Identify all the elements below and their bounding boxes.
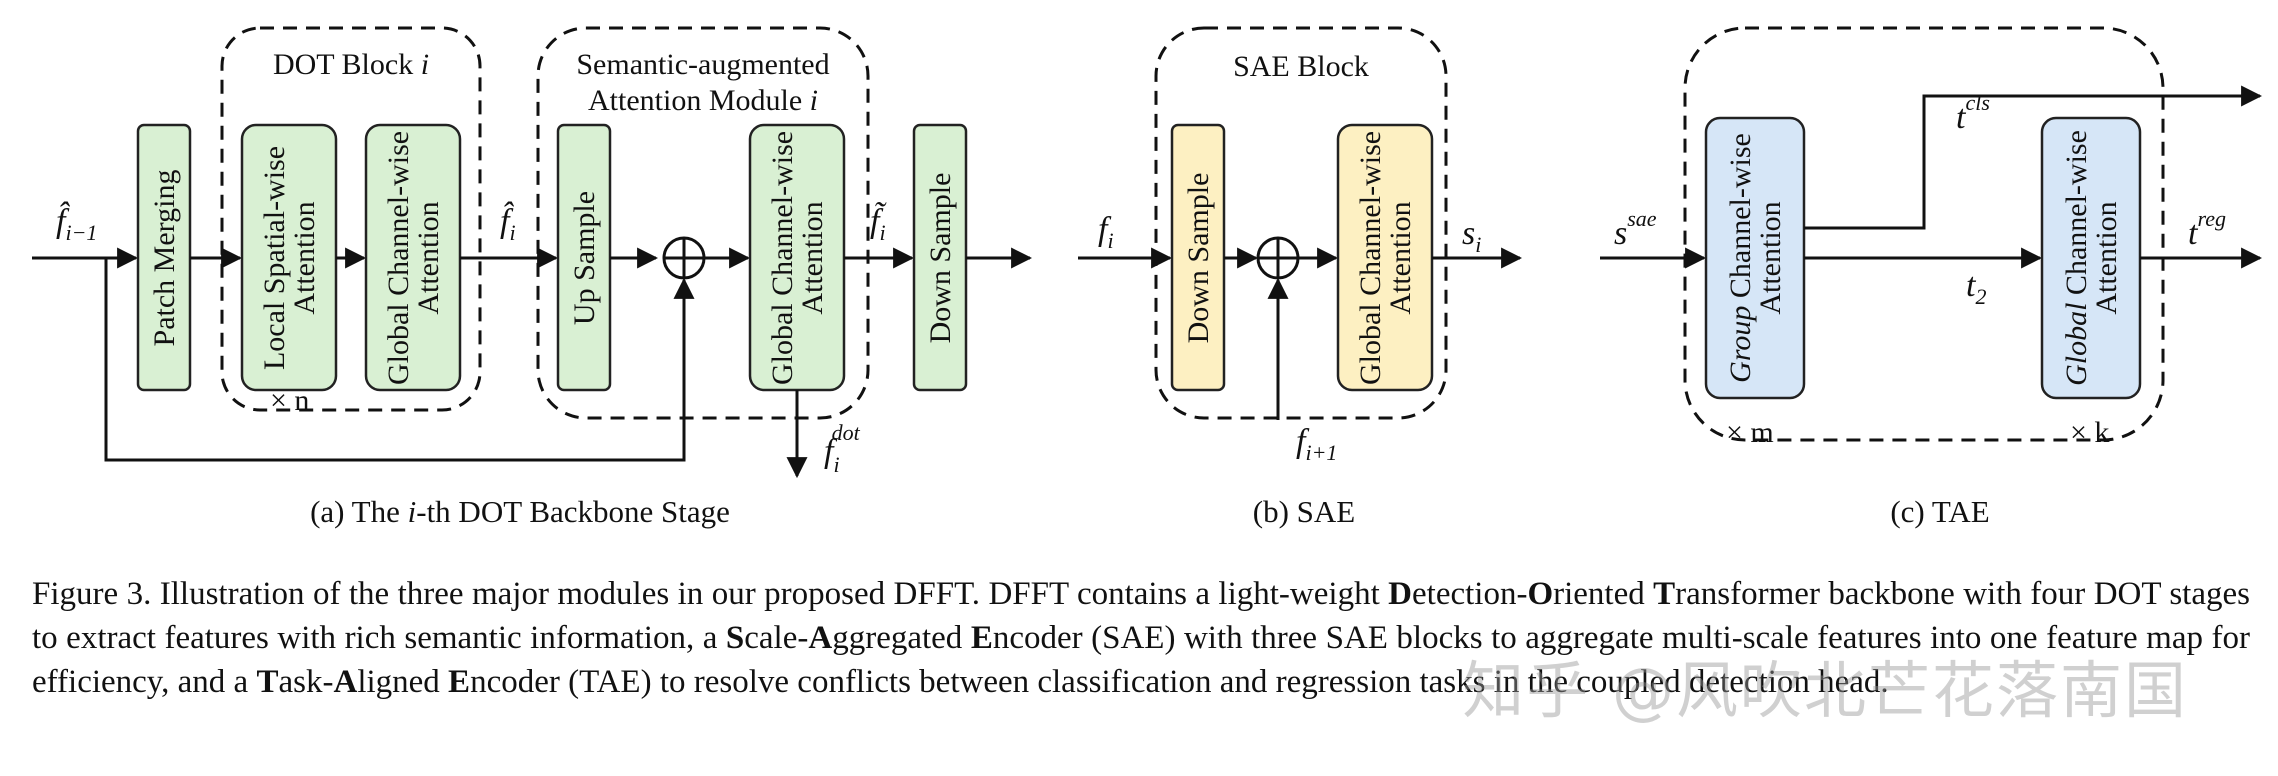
panel-a-caption: (a) The i-th DOT Backbone Stage [310, 494, 730, 529]
repeat-k-label: × k [2070, 416, 2109, 449]
down-sample-label-a: Down Sample [924, 173, 957, 344]
add-operator-icon [662, 236, 706, 280]
patch-merging-label: Patch Merging [148, 170, 181, 347]
sae-add-operator-icon [1256, 236, 1300, 280]
sam-title-line2: Attention Module i [588, 84, 818, 117]
sam-global-line2: Attention [796, 201, 829, 314]
panel-c-caption: (c) TAE [1890, 494, 1989, 529]
dot-block-container [220, 26, 482, 412]
sae-output-label: si [1462, 215, 1481, 257]
panel-b-caption: (b) SAE [1253, 494, 1355, 529]
global-attn-line2: Attention [412, 201, 445, 314]
sam-title-line1: Semantic-augmented [576, 48, 829, 81]
sae-block-container [1154, 26, 1448, 420]
tcls-label: tcls [1956, 90, 1990, 136]
sae-down-sample-label: Down Sample [1182, 173, 1215, 344]
group-attn-line1: Group Channel-wise [1724, 133, 1757, 383]
figure-3-diagram: DOT Block i Semantic-augmented Attention… [32, 26, 2263, 529]
local-attn-line1: Local Spatial-wise [258, 146, 291, 370]
sam-global-line1: Global Channel-wise [766, 131, 799, 385]
watermark: 知乎 @风吹北芒花落南国 [1462, 654, 2188, 727]
treg-label: treg [2188, 206, 2226, 252]
up-sample-label: Up Sample [568, 191, 601, 325]
ftilde-i-label: f̃i [870, 201, 887, 245]
panel-b-sae: SAE Block fi Down Sample fi+1 Global Cha… [1078, 26, 1523, 529]
global-attn-line1: Global Channel-wise [382, 131, 415, 385]
panel-a-dot-backbone-stage: DOT Block i Semantic-augmented Attention… [32, 26, 1033, 529]
tae-container [1683, 26, 2165, 442]
global-c-line1: Global Channel-wise [2060, 130, 2093, 386]
repeat-n-label: × n [270, 384, 309, 417]
sam-container [536, 26, 870, 420]
repeat-m-label: × m [1726, 416, 1774, 449]
group-attn-line2: Attention [1754, 201, 1787, 314]
tae-input-label: ssae [1614, 206, 1657, 252]
fdot-label: fidot [824, 420, 861, 477]
sae-global-line2: Attention [1384, 201, 1417, 314]
local-attn-line2: Attention [288, 201, 321, 314]
figure-caption: Figure 3. Illustration of the three majo… [32, 576, 2250, 700]
dot-block-title: DOT Block i [273, 48, 429, 81]
sae-global-line1: Global Channel-wise [1354, 131, 1387, 385]
sae-bottom-label: fi+1 [1296, 423, 1337, 465]
input-fhat-label: f̂i−1 [56, 201, 97, 245]
global-c-line2: Attention [2090, 201, 2123, 314]
sae-input-label: fi [1098, 211, 1114, 253]
t2-label: t2 [1966, 267, 1986, 309]
panel-c-tae: ssae Group Channel-wise Attention × m tc… [1600, 26, 2263, 529]
fhat-i-label: f̂i [500, 201, 516, 245]
sae-block-title: SAE Block [1233, 50, 1369, 83]
